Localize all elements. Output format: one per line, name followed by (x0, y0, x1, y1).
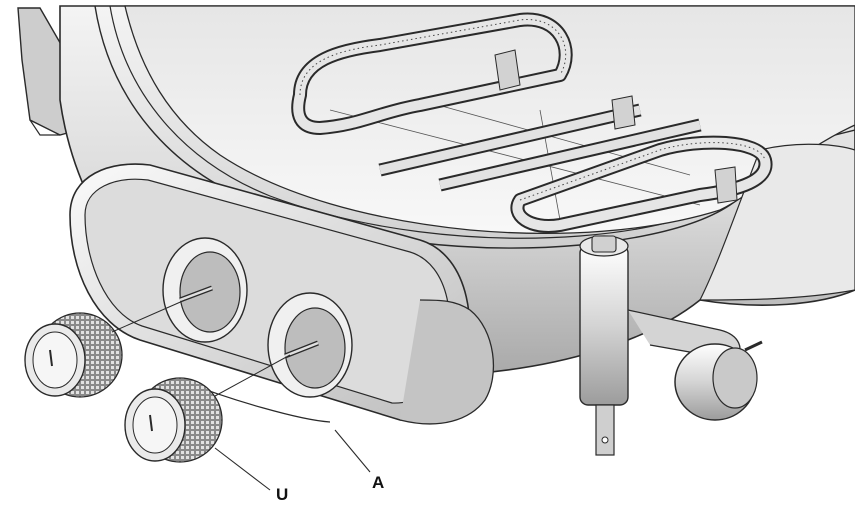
hinge-post (579, 235, 629, 456)
assembly-guide-line-rear (214, 354, 291, 397)
knob-front (24, 312, 123, 398)
control-panel (69, 163, 495, 425)
wheel-assembly (627, 309, 763, 421)
leader-line-a (334, 429, 371, 473)
callout-label-a: A (372, 473, 385, 492)
knob-bezel-left (162, 237, 248, 343)
callout-label-u: U (276, 485, 289, 504)
leader-line-u (214, 447, 271, 491)
knob-rear (124, 377, 223, 463)
knob-bezel-right (267, 292, 353, 398)
assembly-guide-line-front (111, 299, 186, 333)
burner-assembly (291, 12, 773, 233)
